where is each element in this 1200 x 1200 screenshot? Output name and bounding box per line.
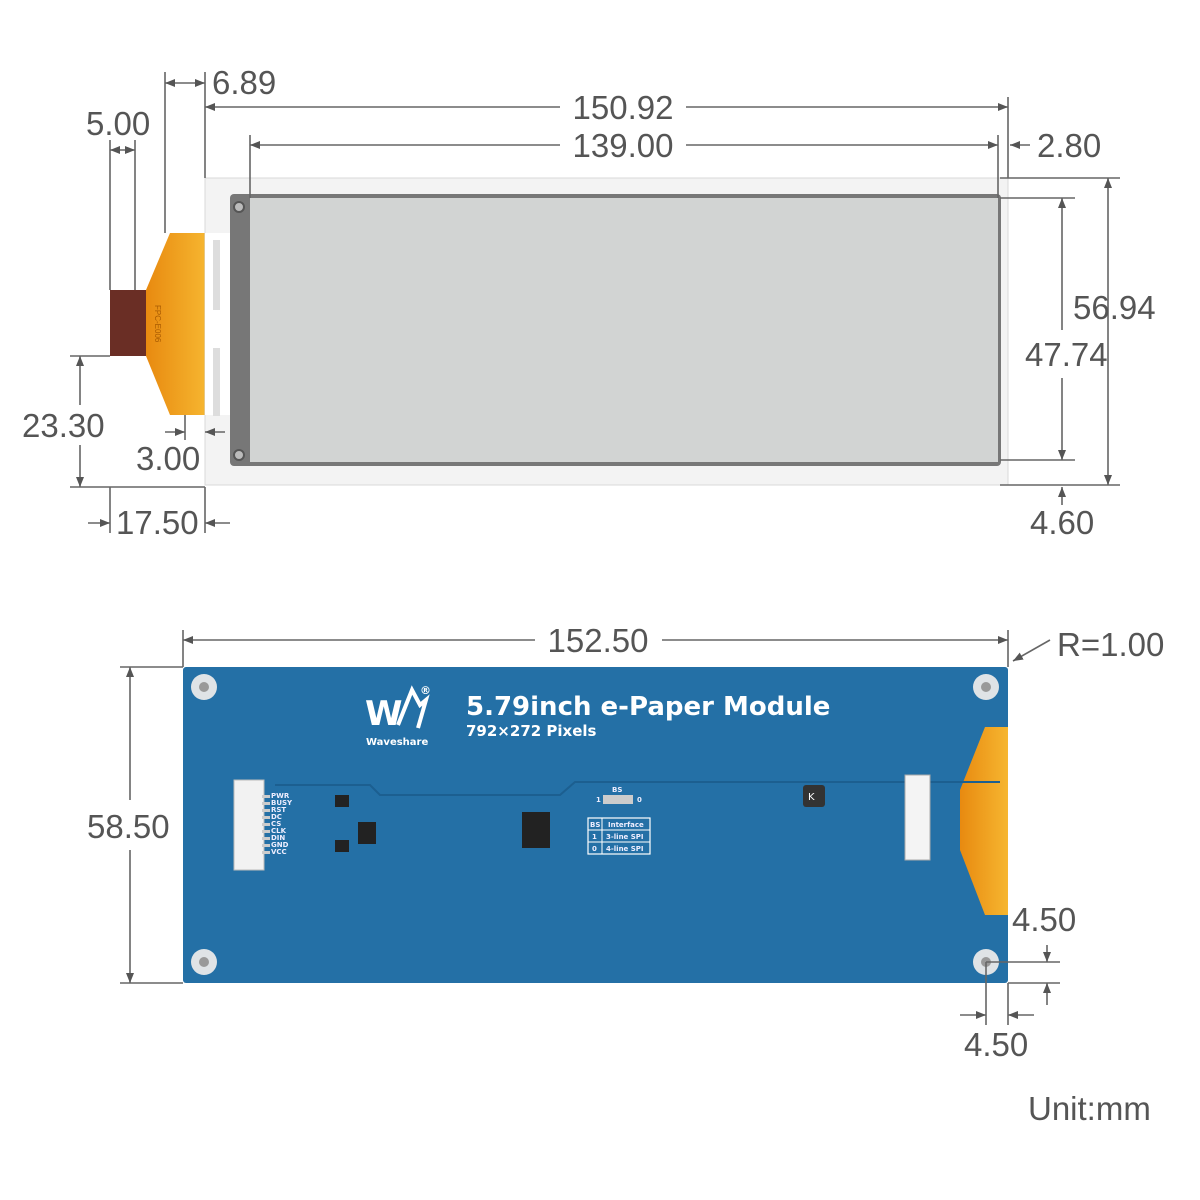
pin-label: RST [271, 806, 286, 814]
top-dimension-lines [70, 72, 1120, 533]
svg-text:3-line SPI: 3-line SPI [606, 833, 644, 841]
dim-150-92: 150.92 [573, 89, 674, 126]
dim-3-00: 3.00 [136, 440, 200, 477]
pin-contact [262, 823, 270, 826]
pin-contact [262, 844, 270, 847]
epaper-display-top-view: FPC-E006 [110, 177, 1009, 486]
dim-5-00: 5.00 [86, 105, 150, 142]
bs-zero: 0 [637, 796, 642, 804]
pin-label: CS [271, 820, 281, 828]
top-dimension-labels: 6.89 5.00 150.92 139.00 2.80 56.94 47.74… [22, 64, 1156, 541]
pin-label: GND [271, 841, 289, 849]
fpc-overlay [960, 727, 1008, 915]
svg-text:0: 0 [592, 845, 597, 853]
pin-contact [262, 802, 270, 805]
mount-dot [233, 201, 245, 213]
dim-2-80: 2.80 [1037, 127, 1101, 164]
bs-label: BS [612, 786, 622, 794]
bs-one: 1 [596, 796, 601, 804]
pcb-board [183, 667, 1008, 983]
frame-slot [213, 348, 220, 416]
dim-4-50-vertical: 4.50 [1012, 901, 1076, 938]
unit-label: Unit:mm [1028, 1090, 1151, 1127]
bs-interface-table: BS Interface 1 3-line SPI 0 4-line SPI [587, 817, 651, 855]
pin-contact [262, 830, 270, 833]
dim-139-00: 139.00 [573, 127, 674, 164]
waveshare-logo: W ® Waveshare [365, 684, 431, 748]
dim-56-94: 56.94 [1073, 289, 1156, 326]
frame-slot [213, 240, 220, 310]
pin-label: BUSY [271, 799, 293, 807]
dim-58-50: 58.50 [87, 808, 170, 845]
fpc-cable [146, 233, 207, 415]
pin-contact [262, 795, 270, 798]
pin-label: PWR [271, 792, 290, 800]
svg-text:1: 1 [592, 833, 597, 841]
pin-contact [262, 816, 270, 819]
brand-name: Waveshare [366, 737, 428, 748]
pin-label: DC [271, 813, 282, 821]
pin-label: DIN [271, 834, 285, 842]
dim-152-50: 152.50 [548, 622, 649, 659]
pin-label: VCC [271, 848, 287, 856]
chip-marking: K [808, 792, 815, 803]
mount-dot [233, 449, 245, 461]
dim-17-50: 17.50 [116, 504, 199, 541]
pin-contact [262, 837, 270, 840]
fpc-marking: FPC-E006 [153, 305, 162, 343]
svg-text:®: ® [420, 684, 431, 697]
dim-6-89: 6.89 [212, 64, 276, 101]
module-title: 5.79inch e-Paper Module [466, 692, 830, 722]
svg-text:BS: BS [590, 821, 600, 829]
bottom-dimension-labels: 152.50 R=1.00 58.50 4.50 4.50 Unit:mm [87, 622, 1164, 1127]
dim-corner-radius: R=1.00 [1057, 626, 1164, 663]
svg-text:4-line SPI: 4-line SPI [606, 845, 644, 853]
svg-text:W: W [365, 694, 403, 734]
svg-text:Interface: Interface [608, 821, 644, 829]
active-area [250, 198, 998, 462]
dim-47-74: 47.74 [1025, 336, 1108, 373]
pin-label: CLK [271, 827, 287, 835]
pin-contact [262, 809, 270, 812]
connector-tail [110, 290, 146, 356]
dim-23-30: 23.30 [22, 407, 105, 444]
pcb-components: K [275, 774, 1000, 861]
dim-4-60: 4.60 [1030, 504, 1094, 541]
pcb-bottom-view: W ® Waveshare 5.79inch e-Paper Module 79… [183, 667, 1008, 983]
dim-4-50-horizontal: 4.50 [964, 1026, 1028, 1063]
module-resolution: 792×272 Pixels [466, 722, 597, 740]
pin-contact [262, 851, 270, 854]
bottom-dimension-lines [120, 630, 1060, 1025]
bs-switch [603, 795, 633, 804]
